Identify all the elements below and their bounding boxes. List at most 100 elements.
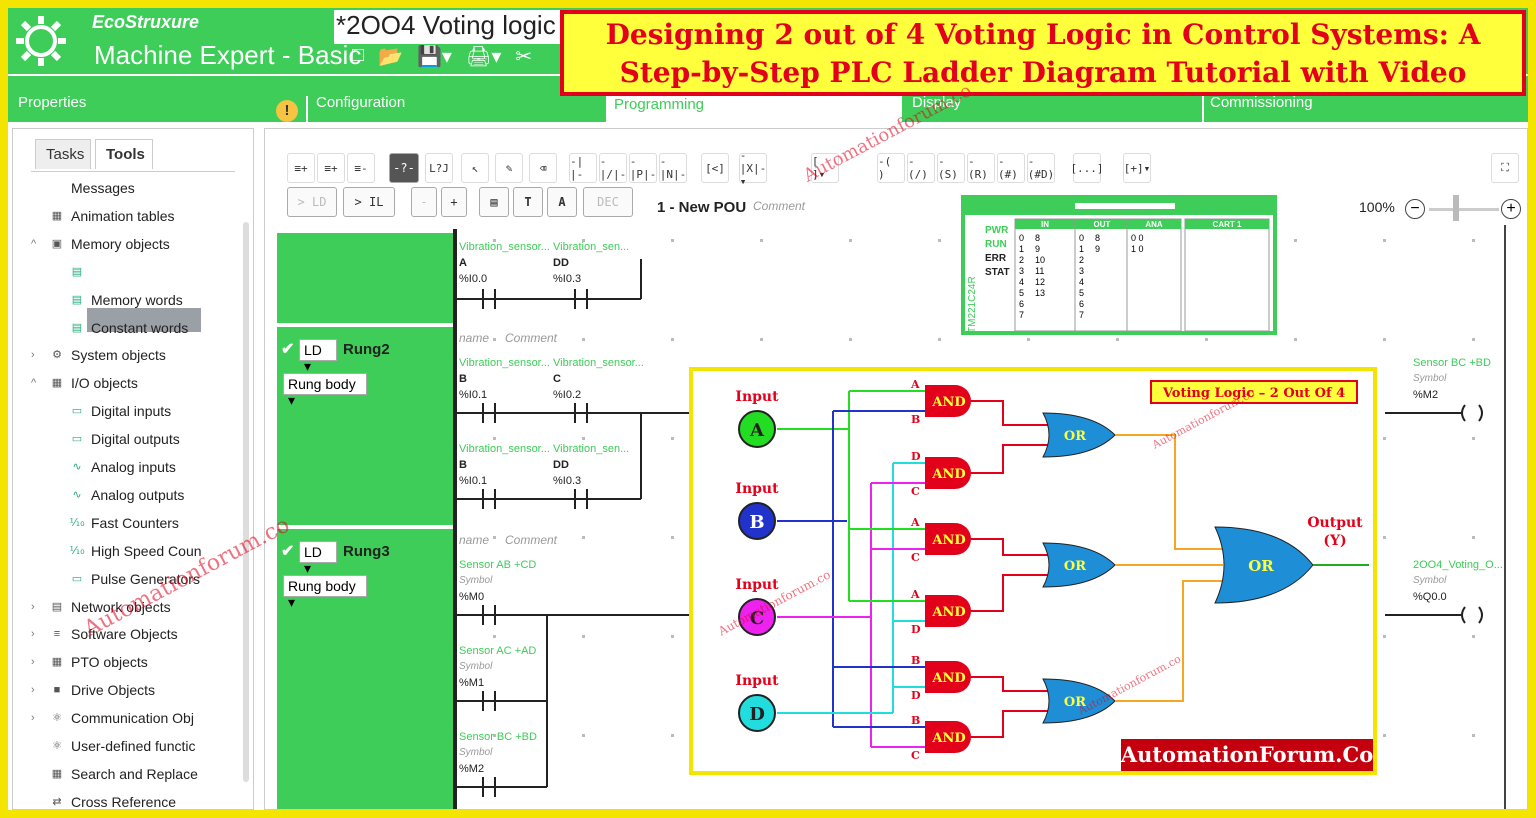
rung2-comment-field[interactable]: Comment bbox=[505, 331, 558, 345]
coil-right-arc[interactable] bbox=[1478, 606, 1483, 624]
chevron-right-icon[interactable]: › bbox=[31, 628, 35, 641]
coil-icon[interactable]: -( ) bbox=[877, 153, 905, 183]
tree-item[interactable]: ▤Memory words bbox=[69, 288, 183, 312]
tree-item[interactable]: ^▦I/O objects bbox=[31, 371, 138, 395]
tab-tools[interactable]: Tools bbox=[95, 139, 153, 169]
new-file-icon[interactable]: □ bbox=[352, 44, 365, 66]
negated-coil-icon[interactable]: -(/) bbox=[907, 153, 935, 183]
tab-configuration[interactable]: Configuration bbox=[316, 94, 406, 111]
zoom-in-rung-button[interactable]: + bbox=[441, 187, 467, 217]
set-coil-icon[interactable]: -(S) bbox=[937, 153, 965, 183]
branch-icon[interactable]: L?J bbox=[425, 153, 453, 183]
zoom-out-rung-button[interactable]: - bbox=[411, 187, 437, 217]
coil-right-arc[interactable] bbox=[1478, 404, 1483, 422]
rung3-language-select[interactable]: LD ▾ bbox=[299, 541, 337, 576]
chevron-up-icon[interactable]: ^ bbox=[31, 237, 37, 250]
tree-item[interactable]: ▦Search and Replace bbox=[31, 762, 198, 786]
tree-item[interactable]: ›▦PTO objects bbox=[31, 650, 148, 674]
draw-line-icon[interactable]: ✎ bbox=[495, 153, 523, 183]
tree-item[interactable]: ▤Constant words bbox=[69, 316, 188, 340]
select-pointer-icon[interactable]: ↖ bbox=[461, 153, 489, 183]
tree-item[interactable]: ∿Analog outputs bbox=[69, 483, 184, 507]
contact-symbol: A bbox=[459, 257, 467, 269]
tab-properties[interactable]: Properties bbox=[18, 94, 87, 111]
call-icon[interactable]: -(#D) bbox=[1027, 153, 1055, 183]
tree-item[interactable]: ▭Digital outputs bbox=[69, 427, 180, 451]
rung2-name-field[interactable]: name bbox=[459, 331, 490, 345]
tree-item[interactable]: ▤Memory bits bbox=[69, 260, 167, 284]
erase-icon[interactable]: ⌫ bbox=[529, 153, 557, 183]
compare-block-icon[interactable]: [<] bbox=[701, 153, 729, 183]
rung2-language-select[interactable]: LD ▾ bbox=[299, 339, 337, 374]
tree-item[interactable]: ▦Animation tables bbox=[31, 204, 175, 228]
tree-scrollbar[interactable] bbox=[243, 222, 249, 782]
xor-contact-icon[interactable]: -|X|-▾ bbox=[739, 148, 767, 188]
tree-item[interactable]: ›⚙System objects bbox=[31, 343, 166, 367]
tree-item[interactable]: ▭Pulse Generators bbox=[69, 567, 200, 591]
tab-display[interactable]: Display bbox=[912, 94, 962, 111]
reset-coil-icon[interactable]: -(R) bbox=[967, 153, 995, 183]
chevron-right-icon[interactable]: › bbox=[31, 600, 35, 613]
tree-item[interactable]: ⚛User-defined functic bbox=[31, 734, 195, 758]
rung3-comment-field[interactable]: Comment bbox=[505, 533, 558, 547]
tree-item[interactable]: ⇄Cross Reference bbox=[31, 790, 176, 809]
zoom-in-icon[interactable]: + bbox=[1501, 199, 1521, 219]
falling-edge-contact-icon[interactable]: -|N|- bbox=[659, 153, 687, 183]
tree-item[interactable]: ›⚛Communication Obj bbox=[31, 706, 194, 730]
chevron-up-icon[interactable]: ^ bbox=[31, 377, 37, 390]
text-icon[interactable]: T bbox=[513, 187, 543, 217]
warning-icon[interactable]: ! bbox=[276, 100, 298, 122]
normally-closed-contact-icon[interactable]: -|/|- bbox=[599, 153, 627, 183]
delete-rung-icon[interactable]: ≡- bbox=[347, 153, 375, 183]
chevron-right-icon[interactable]: › bbox=[31, 684, 35, 697]
jump-icon[interactable]: -(#) bbox=[997, 153, 1025, 183]
tab-commissioning[interactable]: Commissioning bbox=[1210, 94, 1313, 111]
font-size-icon[interactable]: A bbox=[547, 187, 577, 217]
comment-icon[interactable]: ▤ bbox=[479, 187, 509, 217]
convert-il-button[interactable]: > IL bbox=[343, 187, 395, 217]
dec-button[interactable]: DEC bbox=[583, 187, 633, 217]
comment-toggle-button[interactable]: -?- bbox=[389, 153, 419, 183]
tab-tasks[interactable]: Tasks bbox=[35, 139, 91, 169]
function-block-icon[interactable]: [ ]▾ bbox=[811, 153, 839, 183]
zoom-slider-track[interactable] bbox=[1429, 208, 1499, 211]
normally-open-contact-icon[interactable]: -| |- bbox=[569, 153, 597, 183]
tree-item[interactable]: ›≡Software Objects bbox=[31, 622, 178, 646]
chevron-right-icon[interactable]: › bbox=[31, 656, 35, 669]
tree-item[interactable]: ^▣Memory objects bbox=[31, 232, 170, 256]
and-gate bbox=[925, 457, 971, 489]
coil-left-arc[interactable] bbox=[1461, 606, 1466, 624]
fullscreen-icon[interactable]: ⛶ bbox=[1491, 153, 1519, 183]
or-to-final-wire bbox=[1115, 434, 1223, 550]
insert-rung-above-icon[interactable]: ≡+ bbox=[287, 153, 315, 183]
tree-item[interactable]: ›▤Network objects bbox=[31, 595, 171, 619]
coil-left-arc[interactable] bbox=[1461, 404, 1466, 422]
analog-outputs-icon: ∿ bbox=[72, 488, 82, 501]
rung3-name-field[interactable]: name bbox=[459, 533, 490, 547]
rung3-body-select[interactable]: Rung body ▾ bbox=[283, 575, 367, 610]
operation-block-icon[interactable]: [...] bbox=[1070, 153, 1104, 183]
rung2-body-select[interactable]: Rung body ▾ bbox=[283, 373, 367, 408]
print-icon[interactable]: 🖨▾ bbox=[465, 46, 502, 68]
tree-item[interactable]: ∿Analog inputs bbox=[69, 455, 175, 479]
zoom-out-icon[interactable]: − bbox=[1405, 199, 1425, 219]
pou-comment[interactable]: Comment bbox=[753, 199, 806, 213]
save-icon[interactable]: 💾▾ bbox=[417, 46, 452, 68]
tab-programming[interactable]: Programming bbox=[606, 96, 902, 126]
insert-rung-below-icon[interactable]: ≡+ bbox=[317, 153, 345, 183]
tree-item[interactable]: ›■Drive Objects bbox=[31, 678, 155, 702]
cut-icon[interactable]: ✂ bbox=[515, 46, 533, 68]
convert-ld-button[interactable]: > LD bbox=[287, 187, 337, 217]
add-block-icon[interactable]: [+]▾ bbox=[1123, 153, 1151, 183]
zoom-slider-thumb[interactable] bbox=[1453, 195, 1459, 221]
chevron-right-icon[interactable]: › bbox=[31, 349, 35, 362]
chevron-right-icon[interactable]: › bbox=[31, 712, 35, 725]
rising-edge-contact-icon[interactable]: -|P|- bbox=[629, 153, 657, 183]
open-folder-icon[interactable]: 📂 bbox=[378, 46, 403, 68]
tree-item[interactable]: ▭Digital inputs bbox=[69, 399, 171, 423]
tree-item[interactable]: Messages bbox=[31, 176, 135, 200]
gear-logo-icon[interactable] bbox=[12, 12, 70, 70]
